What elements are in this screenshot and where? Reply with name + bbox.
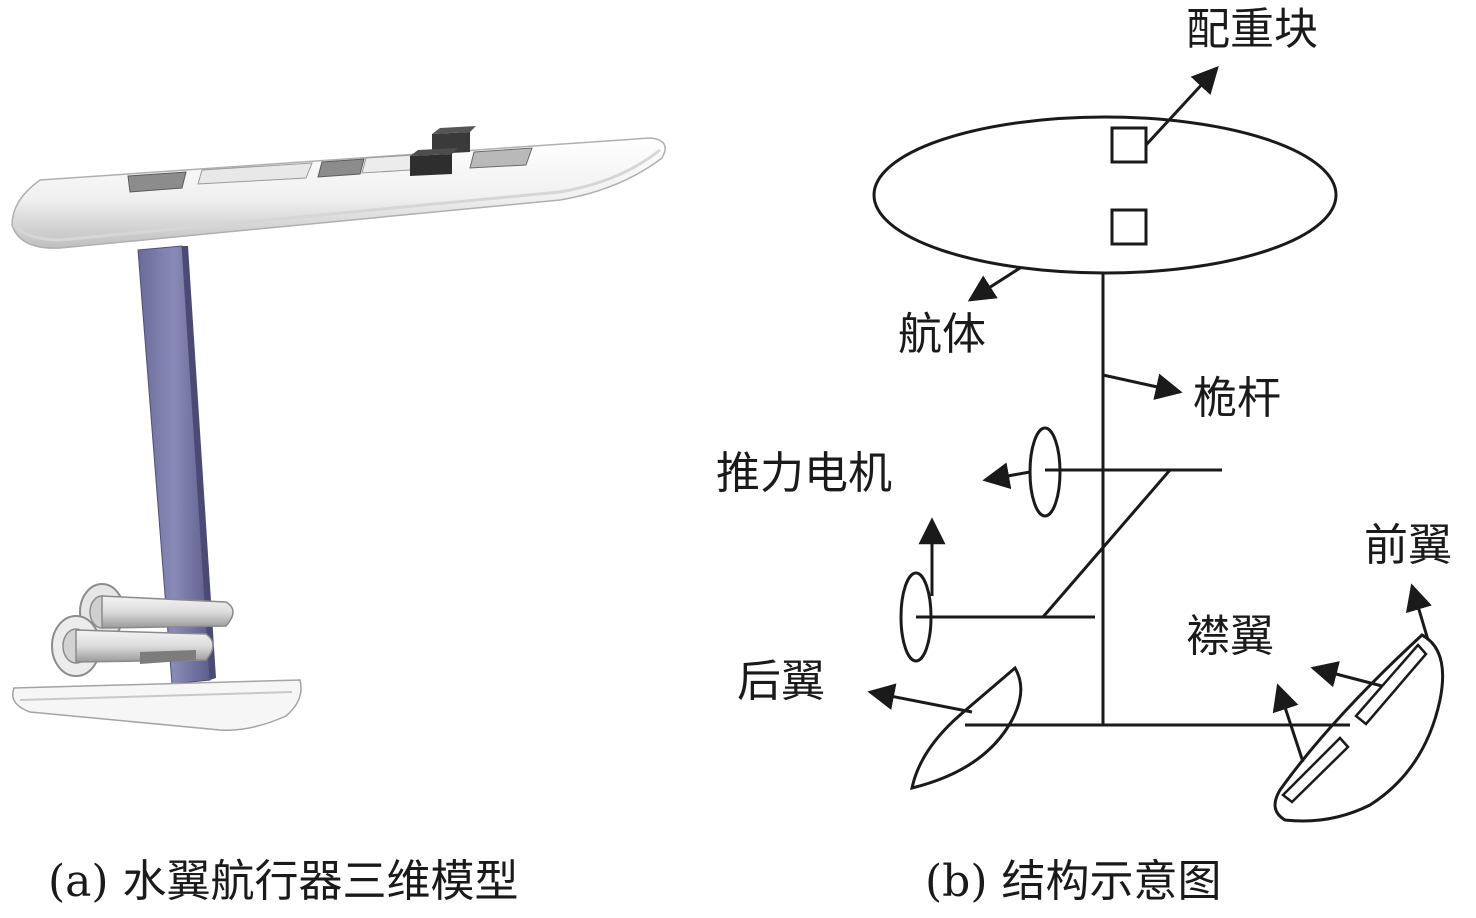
arrow-thruster-upper xyxy=(982,462,1031,490)
label-flap: 襟翼 xyxy=(1186,611,1274,662)
front-wing-shape xyxy=(1273,633,1445,823)
hull-ellipse xyxy=(872,115,1338,275)
counterweight-square-lower xyxy=(1110,208,1148,246)
arrow-rear-wing xyxy=(867,683,973,714)
arrow-flap-upper xyxy=(1310,661,1383,688)
lower-thruster-ellipse xyxy=(899,571,933,663)
arrow-counterweight xyxy=(1144,66,1219,147)
mast-3d xyxy=(137,245,216,685)
foil-3d xyxy=(12,679,302,731)
thrusters-3d xyxy=(51,583,234,677)
label-rear-wing: 后翼 xyxy=(737,656,825,707)
diagonal-brace xyxy=(1041,469,1172,618)
arrow-flap-lower xyxy=(1272,683,1305,763)
label-mast: 桅杆 xyxy=(1193,373,1281,424)
counterweight-square-upper xyxy=(1110,126,1148,164)
hull-3d xyxy=(11,126,666,249)
label-counterweight: 配重块 xyxy=(1186,4,1318,55)
arrow-mast xyxy=(1102,373,1183,400)
label-front-wing: 前翼 xyxy=(1364,520,1452,571)
caption-a: (a) 水翼航行器三维模型 xyxy=(48,856,519,907)
counterweight-blocks-3d xyxy=(410,126,476,176)
arrow-hull xyxy=(967,266,1021,302)
rear-wing-shape xyxy=(910,665,1023,791)
label-hull: 航体 xyxy=(898,309,986,360)
flap-strip-lower xyxy=(1281,736,1350,804)
upper-thruster-ellipse xyxy=(1028,426,1062,518)
arrow-front-wing xyxy=(1405,583,1432,641)
flap-strip-upper xyxy=(1354,643,1428,726)
caption-b: (b) 结构示意图 xyxy=(925,856,1222,907)
label-thruster: 推力电机 xyxy=(716,448,892,499)
